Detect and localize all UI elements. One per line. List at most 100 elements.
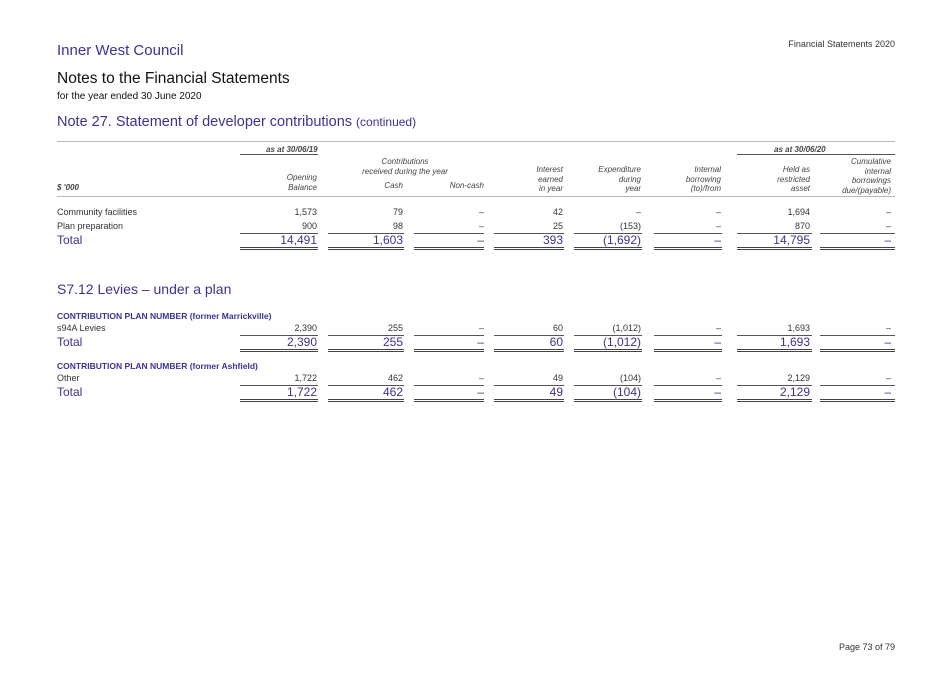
cell-value: 255 <box>387 323 403 333</box>
note-title: Note 27. Statement of developer contribu… <box>57 114 416 130</box>
contributions-group-header: Contributions received during the year <box>362 157 448 176</box>
cell-value: – <box>885 373 891 383</box>
subtotal-rule <box>574 233 642 234</box>
cell-value: – <box>885 221 891 231</box>
as-at-opening-rule <box>240 154 318 155</box>
cell-value: (153) <box>619 221 641 231</box>
cell-value: – <box>478 373 484 383</box>
cell-value: 1,573 <box>294 207 317 217</box>
total-value: 462 <box>382 385 403 399</box>
total-double-rule <box>737 247 812 250</box>
row-label: s94A Levies <box>57 323 106 333</box>
column-header-line: Expenditure <box>598 165 641 174</box>
total-double-rule <box>574 247 642 250</box>
total-double-rule <box>414 247 484 250</box>
as-at-closing: as at 30/06/20 <box>774 145 826 154</box>
cell-value: – <box>715 373 721 383</box>
subtotal-rule <box>240 233 318 234</box>
cell-value: 1,693 <box>787 323 810 333</box>
subtotal-rule <box>328 335 404 336</box>
total-value: (1,012) <box>602 335 641 349</box>
cell-value: – <box>478 323 484 333</box>
total-value: – <box>714 335 721 349</box>
page-number: Page 73 of 79 <box>838 642 895 652</box>
total-double-rule <box>328 247 404 250</box>
column-header-line: Cumulative <box>850 157 891 166</box>
column-header-line: Interest <box>536 165 563 174</box>
column-header-line: Non-cash <box>449 181 484 190</box>
column-header-line: internal <box>864 166 891 176</box>
total-label: Total <box>57 385 83 399</box>
subtotal-rule <box>414 385 484 386</box>
column-header-line: asset <box>790 184 810 193</box>
total-value: 1,722 <box>286 385 317 399</box>
as-at-closing-rule <box>737 154 895 155</box>
subtotal-rule <box>737 385 812 386</box>
cell-value: – <box>715 323 721 333</box>
column-header-line: year <box>625 184 641 193</box>
subtotal-rule <box>240 335 318 336</box>
cell-value: (1,012) <box>612 323 641 333</box>
column-header: Cash <box>323 181 403 191</box>
cell-value: 1,694 <box>787 207 810 217</box>
subtotal-rule <box>820 233 895 234</box>
total-double-rule <box>820 349 895 352</box>
cell-value: – <box>478 221 484 231</box>
total-value: 2,390 <box>286 335 317 349</box>
subtotal-rule <box>654 233 722 234</box>
cell-value: 900 <box>301 221 317 231</box>
total-double-rule <box>654 349 722 352</box>
cell-value: 25 <box>552 221 563 231</box>
notes-title: Notes to the Financial Statements <box>57 70 290 87</box>
cell-value: 79 <box>392 207 403 217</box>
subtotal-rule <box>494 385 564 386</box>
cell-value: 2,390 <box>294 323 317 333</box>
subtotal-rule <box>494 233 564 234</box>
row-label: Community facilities <box>57 207 138 217</box>
council-name: Inner West Council <box>57 42 184 59</box>
subtotal-rule <box>654 385 722 386</box>
cell-value: – <box>715 207 721 217</box>
total-value: – <box>884 335 891 349</box>
cell-value: – <box>715 221 721 231</box>
column-header-line: Opening <box>286 173 317 182</box>
total-value: – <box>884 385 891 399</box>
column-header-line: (to)/from <box>690 184 721 193</box>
subtotal-rule <box>328 233 404 234</box>
subtotal-rule <box>574 335 642 336</box>
total-double-rule <box>240 399 318 402</box>
column-header-line: during <box>618 174 641 184</box>
total-value: (104) <box>612 385 641 399</box>
total-double-rule <box>654 399 722 402</box>
total-value: 1,693 <box>779 335 810 349</box>
column-header-line: Held as <box>782 165 810 174</box>
total-value: – <box>477 233 484 247</box>
period-subtitle: for the year ended 30 June 2020 <box>57 91 202 102</box>
total-double-rule <box>414 399 484 402</box>
as-at-opening: as at 30/06/19 <box>266 145 318 154</box>
unit-label: $ '000 <box>57 183 79 192</box>
plan-title: CONTRIBUTION PLAN NUMBER (former Ashfiel… <box>57 361 258 371</box>
subtotal-rule <box>494 335 564 336</box>
column-header-line: earned <box>538 174 563 184</box>
total-double-rule <box>820 399 895 402</box>
total-value: 255 <box>382 335 403 349</box>
document-header: Financial Statements 2020 <box>788 39 895 49</box>
total-double-rule <box>494 349 564 352</box>
total-double-rule <box>737 399 812 402</box>
header-top-rule <box>57 141 895 142</box>
total-value: 60 <box>549 335 563 349</box>
column-header-line: borrowings <box>851 176 891 185</box>
subtotal-rule <box>820 335 895 336</box>
total-label: Total <box>57 335 83 349</box>
note-continued: (continued) <box>356 115 417 129</box>
total-value: – <box>884 233 891 247</box>
cell-value: 42 <box>552 207 563 217</box>
header-bottom-rule <box>57 196 895 197</box>
subtotal-rule <box>328 385 404 386</box>
